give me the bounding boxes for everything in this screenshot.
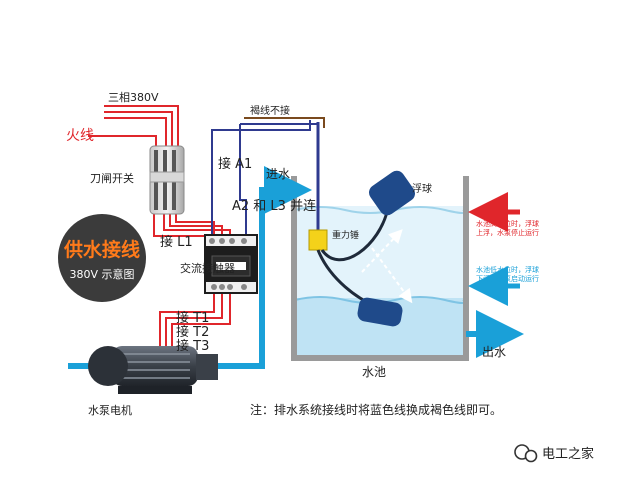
label-brown-not-connected: 褐线不接: [250, 104, 290, 117]
label-live-wire: 火线: [66, 128, 94, 144]
upper-note-line-1: 水池高水位时，浮球: [476, 219, 539, 228]
label-connect-a1: 接 A1: [218, 156, 252, 172]
wiring: [88, 105, 325, 346]
lower-note-line-2: 下浮，水泵启动运行: [476, 274, 539, 283]
upper-note-line-2: 上浮，水泵停止运行: [476, 228, 539, 237]
label-t3: 接 T3: [176, 338, 209, 354]
upper-float-ball: [369, 170, 415, 216]
label-contactor: 交流接触器: [180, 261, 235, 275]
label-knife-switch: 刀闸开关: [90, 171, 134, 185]
label-pool: 水池: [362, 365, 386, 379]
label-motor: 水泵电机: [88, 403, 132, 417]
label-t2: 接 T2: [176, 324, 209, 340]
label-float-ball: 浮球: [412, 182, 432, 195]
watermark-text: 电工之家: [542, 446, 594, 462]
pump-motor: [88, 346, 218, 394]
lower-float-ball: [357, 297, 403, 327]
label-counterweight: 重力锤: [332, 229, 359, 241]
diagram-badge: [58, 214, 146, 302]
label-connect-l1: 接 L1: [160, 234, 193, 250]
knife-switch: [149, 145, 185, 215]
float-switch: [308, 122, 415, 327]
label-three-phase: 三相380V: [108, 91, 159, 104]
counterweight: [308, 229, 328, 251]
label-outlet: 出水: [482, 345, 506, 359]
wechat-icon: [514, 444, 538, 463]
label-a2-l3: A2 和 L3 并连: [232, 198, 316, 214]
note-text: 注：排水系统接线时将蓝色线换成褐色线即可。: [250, 402, 502, 417]
lower-note-line-1: 水池低水位时，浮球: [476, 265, 539, 274]
label-t1: 接 T1: [176, 310, 209, 326]
badge-subtitle: 380V 示意图: [69, 267, 134, 281]
badge-title: 供水接线: [63, 238, 140, 261]
ac-contactor: [204, 234, 258, 294]
label-inlet: 进水: [266, 167, 290, 181]
